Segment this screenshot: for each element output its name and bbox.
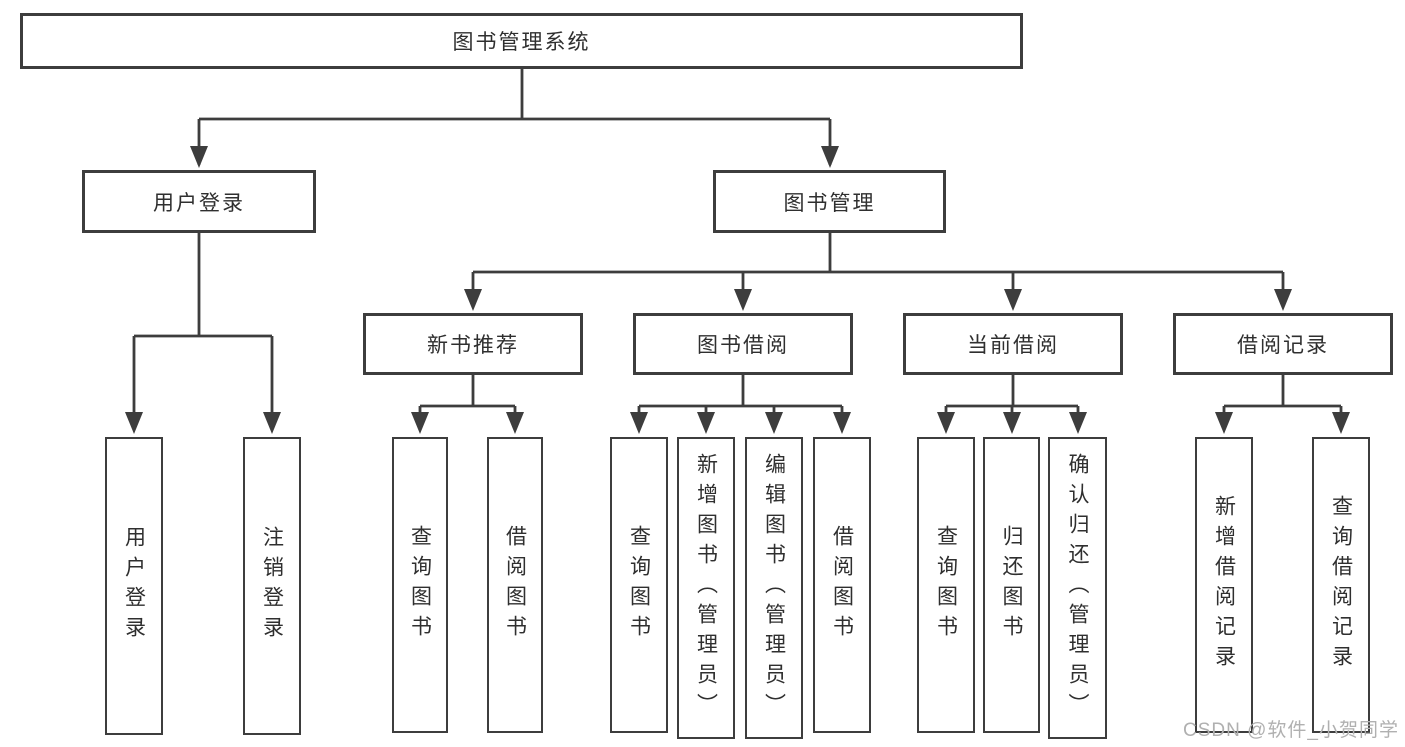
node-label: 查询图书 <box>408 525 432 645</box>
node-label: 查询借阅记录 <box>1329 495 1353 675</box>
node-label: 用户登录 <box>122 526 146 646</box>
leaf-borrow-borrow-books: 借阅图书 <box>813 437 871 733</box>
csdn-watermark: CSDN @软件_小贺同学 <box>1183 720 1399 741</box>
leaf-logout-login: 注销登录 <box>243 437 301 735</box>
node-label: 查询图书 <box>627 525 651 645</box>
node-label: 确认归还（管理员） <box>1066 453 1089 723</box>
arrowheads-book-borrow-children <box>630 412 851 434</box>
node-label: 编辑图书（管理员） <box>762 453 786 723</box>
connector-book-management-children <box>471 233 1285 306</box>
leaf-user-login: 用户登录 <box>105 437 163 735</box>
leaf-recommend-query-books: 查询图书 <box>392 437 448 733</box>
leaf-borrow-query-books: 查询图书 <box>610 437 668 733</box>
node-label: 查询图书 <box>934 525 958 645</box>
connector-recommend-children <box>418 375 517 430</box>
leaf-current-query-books: 查询图书 <box>917 437 975 733</box>
leaf-borrow-add-books-admin: 新增图书（管理员） <box>677 437 735 739</box>
leaf-records-add-record: 新增借阅记录 <box>1195 437 1253 733</box>
node-label: 借阅图书 <box>503 525 527 645</box>
node-label: 新增图书（管理员） <box>694 453 718 723</box>
connector-book-borrow-children <box>637 375 844 430</box>
node-label: 借阅图书 <box>830 525 854 645</box>
node-label: 借阅记录 <box>1237 334 1329 357</box>
node-book-management: 图书管理 <box>713 170 946 233</box>
node-user-login: 用户登录 <box>82 170 316 233</box>
node-label: 图书管理系统 <box>452 31 591 54</box>
node-root: 图书管理系统 <box>20 13 1023 69</box>
connector-user-login-children <box>132 233 274 430</box>
node-label: 归还图书 <box>1000 525 1023 645</box>
connector-root-to-level2 <box>197 69 832 165</box>
node-label: 当前借阅 <box>967 334 1059 357</box>
leaf-current-return-books: 归还图书 <box>983 437 1040 733</box>
node-label: 用户登录 <box>153 191 245 215</box>
arrowheads-recommend-children <box>411 412 524 434</box>
arrowheads-user-login-children <box>125 412 281 434</box>
arrowheads-root-to-level2 <box>190 146 839 168</box>
node-book-borrow: 图书借阅 <box>633 313 853 375</box>
node-label: 图书借阅 <box>697 334 789 357</box>
node-label: 新增借阅记录 <box>1212 495 1236 675</box>
node-label: 注销登录 <box>260 526 284 646</box>
leaf-current-confirm-return-admin: 确认归还（管理员） <box>1048 437 1107 739</box>
leaf-records-query-record: 查询借阅记录 <box>1312 437 1370 733</box>
arrowheads-borrow-records-children <box>1215 412 1350 434</box>
arrowheads-book-management-children <box>464 289 1292 311</box>
arrowheads-current-borrow-children <box>937 412 1087 434</box>
node-current-borrow: 当前借阅 <box>903 313 1123 375</box>
node-new-book-recommend: 新书推荐 <box>363 313 583 375</box>
leaf-borrow-edit-books-admin: 编辑图书（管理员） <box>745 437 803 739</box>
node-borrow-records: 借阅记录 <box>1173 313 1393 375</box>
node-label: 图书管理 <box>783 191 876 215</box>
node-label: 新书推荐 <box>427 334 519 357</box>
connector-borrow-records-children <box>1222 375 1343 430</box>
leaf-recommend-borrow-books: 借阅图书 <box>487 437 543 733</box>
